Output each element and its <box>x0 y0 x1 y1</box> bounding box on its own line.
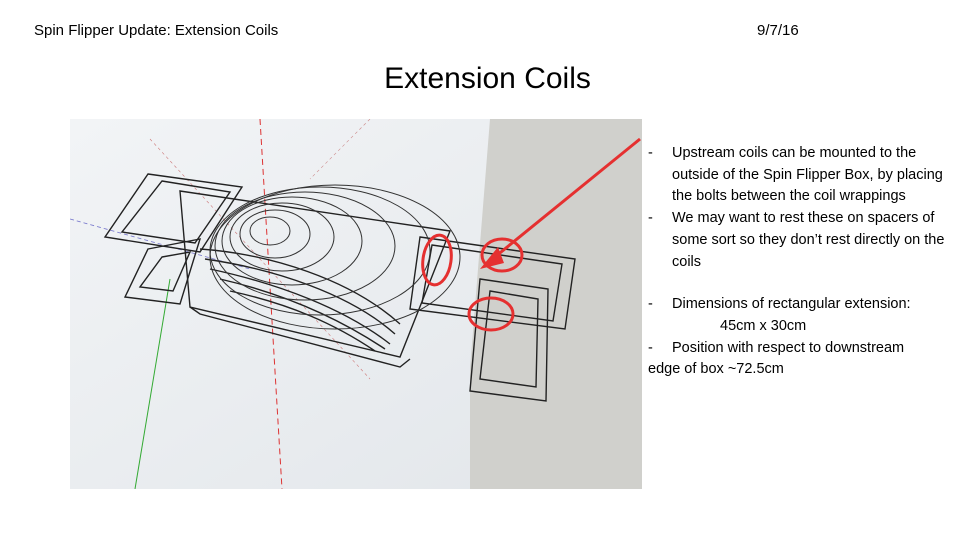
contour-lines <box>209 184 461 330</box>
annotation-markers <box>421 137 641 332</box>
notes-panel: - Upstream coils can be mounted to the o… <box>648 143 960 381</box>
note-text: Dimensions of rectangular extension: <box>672 296 911 313</box>
note-item: - Upstream coils can be mounted to the o… <box>648 143 960 208</box>
cad-render-svg <box>70 119 642 489</box>
header-date: 9/7/16 <box>757 22 799 39</box>
annotation-arrow-head <box>480 247 504 269</box>
header-title: Spin Flipper Update: Extension Coils <box>34 22 279 39</box>
slide-title: Extension Coils <box>384 62 591 95</box>
annotation-circle-left <box>421 233 453 287</box>
note-dash: - <box>648 339 653 356</box>
note-text: Upstream coils can be mounted to the out… <box>672 145 943 205</box>
note-text: We may want to rest these on spacers of … <box>672 210 945 270</box>
note-item: - We may want to rest these on spacers o… <box>648 208 960 273</box>
note-dash: - <box>648 296 653 313</box>
coil-assembly <box>103 173 576 402</box>
note-item-dimensions: - Dimensions of rectangular extension: <box>648 294 960 316</box>
note-dash: - <box>648 210 653 227</box>
note-item-position: - Position with respect to downstream <box>648 338 960 360</box>
note-text: Position with respect to downstream <box>672 339 905 356</box>
annotation-arrow-shaft <box>489 137 641 263</box>
note-continuation: edge of box ~72.5cm <box>648 361 784 378</box>
dimension-value: 45cm x 30cm <box>720 317 807 334</box>
cad-render-image <box>70 119 642 489</box>
annotation-circle-bottom <box>467 296 515 332</box>
note-dash: - <box>648 145 653 161</box>
annotation-circle-right <box>480 237 524 273</box>
